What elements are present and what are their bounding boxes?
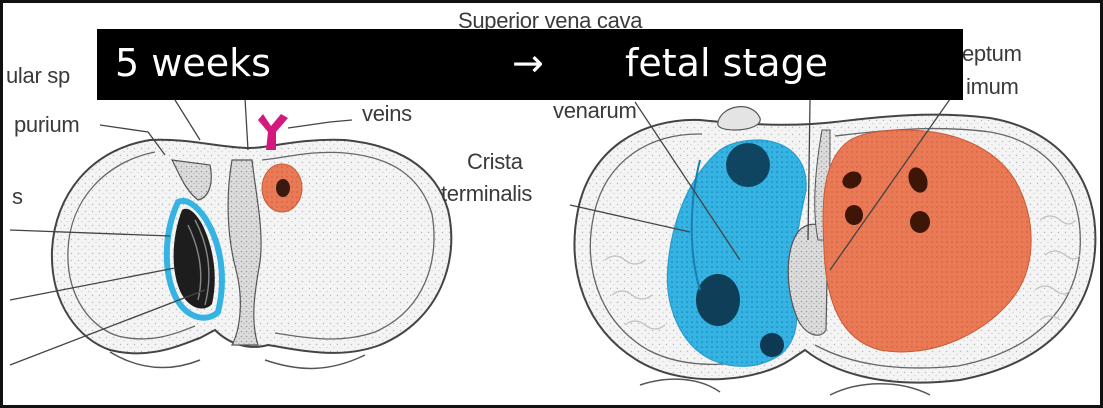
banner-end-label: fetal stage xyxy=(625,41,828,85)
superior-vena-cava-opening xyxy=(726,143,770,187)
pulmonary-vein-hole xyxy=(276,179,290,197)
label-crista: Crista xyxy=(467,150,523,173)
label-valve-venarum: venarum xyxy=(553,99,637,122)
label-primum: imum xyxy=(966,75,1019,98)
inferior-vena-cava-opening xyxy=(696,274,740,326)
label-veins: veins xyxy=(362,102,412,125)
label-valvular-septum: ular sp xyxy=(6,64,70,87)
label-terminalis: terminalis xyxy=(441,182,532,205)
caption-banner: 5 weeks → fetal stage xyxy=(97,29,963,100)
label-left-edge: s xyxy=(12,185,23,208)
label-septum-spurium: purium xyxy=(14,113,79,136)
banner-start-label: 5 weeks xyxy=(115,41,271,85)
arrow-icon: → xyxy=(512,41,544,85)
label-septum: eptum xyxy=(962,42,1022,65)
fetal-heart xyxy=(570,92,1095,395)
coronary-sinus-opening xyxy=(760,333,784,357)
